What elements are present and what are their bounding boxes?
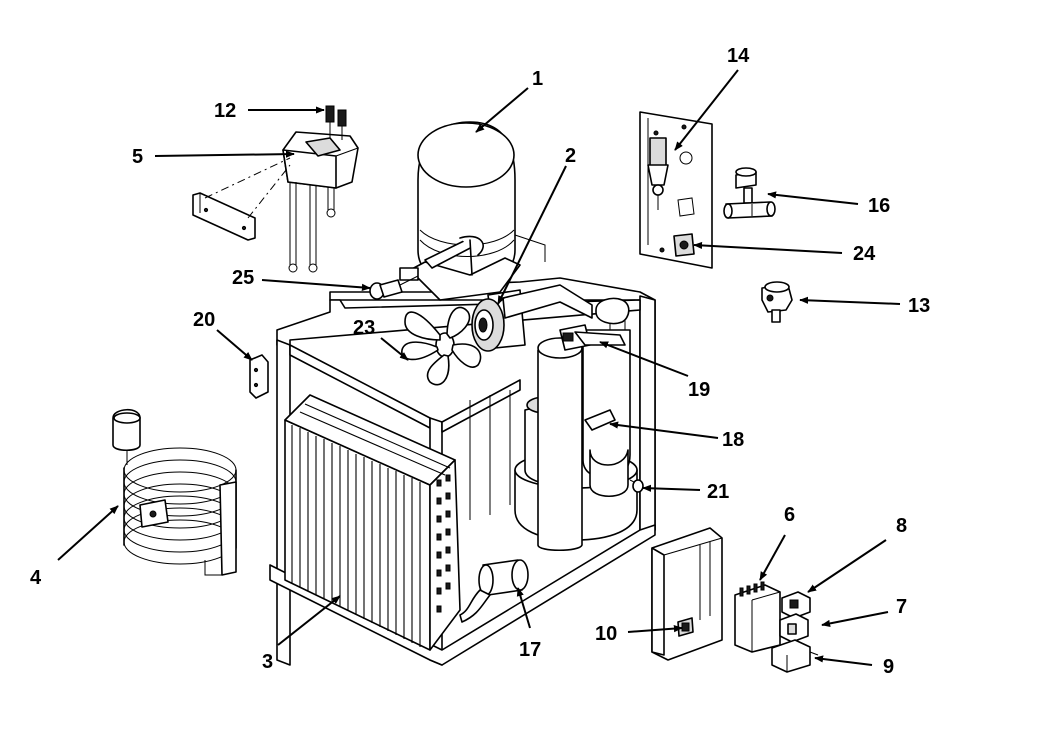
ice-thickness-sensor xyxy=(559,324,626,351)
leader-6 xyxy=(759,534,786,581)
leader-13 xyxy=(799,296,901,305)
callout-13: 13 xyxy=(908,295,930,317)
callout-6: 6 xyxy=(784,504,795,526)
callout-4: 4 xyxy=(30,567,42,589)
callout-7: 7 xyxy=(896,596,907,618)
fan-motor xyxy=(471,284,593,352)
leader-25 xyxy=(261,279,371,291)
leader-21 xyxy=(642,484,701,492)
callout-20: 20 xyxy=(193,309,215,331)
callout-8: 8 xyxy=(896,515,907,537)
callout-labels: 1 2 3 4 5 6 7 8 9 10 12 13 14 16 17 18 1… xyxy=(30,45,930,678)
evaporator-assembly xyxy=(514,297,638,552)
leader-8 xyxy=(807,539,887,593)
bracket-centerline xyxy=(204,157,291,199)
side-panel xyxy=(639,111,713,269)
callout-9: 9 xyxy=(883,656,894,678)
water-fitting xyxy=(723,167,776,219)
callout-23: 23 xyxy=(353,317,375,339)
callout-2: 2 xyxy=(565,145,576,167)
callout-1: 1 xyxy=(532,68,543,90)
callout-19: 19 xyxy=(688,379,710,401)
callout-12: 12 xyxy=(214,100,236,122)
side-bracket xyxy=(249,354,269,399)
callout-5: 5 xyxy=(132,146,143,168)
mounting-bracket xyxy=(192,192,256,241)
callout-14: 14 xyxy=(727,45,750,67)
callout-3: 3 xyxy=(262,651,273,673)
control-box xyxy=(651,527,723,661)
callout-25: 25 xyxy=(232,267,254,289)
leader-18 xyxy=(609,421,719,439)
inlet-valve xyxy=(761,281,793,323)
leader-2 xyxy=(497,165,567,305)
relay-lower xyxy=(771,639,819,673)
callout-10: 10 xyxy=(595,623,617,645)
callout-17: 17 xyxy=(519,639,541,661)
leader-17 xyxy=(516,587,531,629)
leader-24 xyxy=(693,241,843,254)
leader-23 xyxy=(380,337,409,361)
leader-10 xyxy=(627,625,683,633)
relay-middle xyxy=(779,613,809,643)
leader-16 xyxy=(767,191,859,205)
compressor xyxy=(399,121,546,301)
condenser-coil xyxy=(284,394,461,651)
callout-16: 16 xyxy=(868,195,890,217)
leader-5 xyxy=(154,150,295,158)
callout-24: 24 xyxy=(853,243,876,265)
bracket-centerline xyxy=(247,164,291,219)
leader-3 xyxy=(277,595,341,646)
leader-7 xyxy=(821,611,889,627)
leader-14 xyxy=(674,69,739,151)
relay-upper xyxy=(781,591,811,619)
hot-gas-valve xyxy=(369,275,419,300)
contactor xyxy=(734,581,781,653)
leader-20 xyxy=(216,329,253,361)
leader-lines xyxy=(57,69,901,666)
water-level-sensor xyxy=(282,105,359,273)
refrigerant-coil xyxy=(112,408,237,576)
leader-1 xyxy=(475,87,529,133)
leader-9 xyxy=(814,655,873,666)
leader-4 xyxy=(57,505,119,561)
callout-21: 21 xyxy=(707,481,729,503)
condenser-fan-blade xyxy=(401,306,482,386)
callout-18: 18 xyxy=(722,429,744,451)
leader-19 xyxy=(599,341,689,377)
